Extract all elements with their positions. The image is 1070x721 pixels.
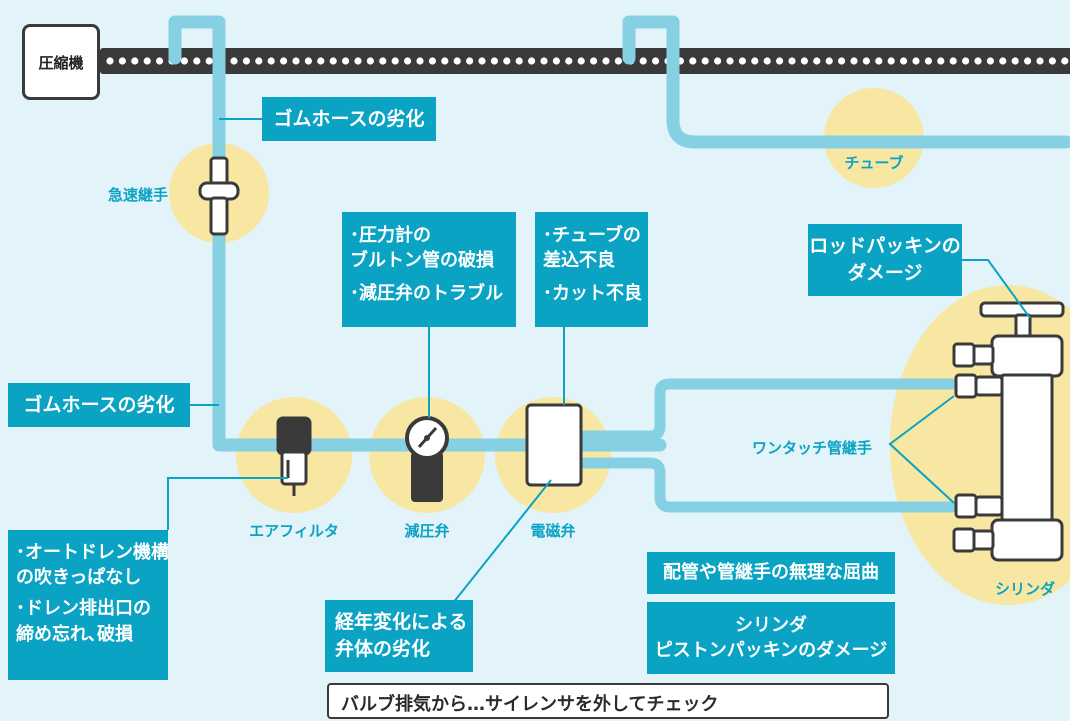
gauge-trouble-line-1: ･圧力計の: [350, 225, 431, 246]
valve-body-label: 経年変化による 弁体の劣化: [325, 600, 473, 672]
hose-degradation-text: ゴムホースの劣化: [273, 107, 425, 130]
tube-branch-right: [622, 15, 1070, 149]
valve-body-line-2: 弁体の劣化: [335, 638, 431, 660]
auto-drain-line-1: ･オートドレン機構: [16, 542, 169, 563]
valve-body-line-1: 経年変化による: [335, 611, 468, 634]
gauge-trouble-label: ･圧力計の ブルトン管の破損 ･減圧弁のトラブル: [342, 212, 516, 327]
tube-insert-line-1: ･チューブの: [543, 225, 641, 246]
compressor-label: 圧縮機: [38, 53, 84, 72]
solenoid-caption: 電磁弁: [530, 522, 576, 540]
one-touch-caption: ワンタッチ管継手: [752, 439, 873, 457]
gauge-trouble-line-3: ･減圧弁のトラブル: [350, 283, 503, 305]
solenoid-valve: [525, 403, 583, 487]
auto-drain-label: ･オートドレン機構 の吹きっぱなし ･ドレン排出口の 締め忘れ､破損: [8, 530, 169, 680]
hose-degradation-text: ゴムホースの劣化: [23, 393, 175, 416]
tube-insert-line-2: 差込不良: [543, 250, 615, 272]
gauge-trouble-line-2: ブルトン管の破損: [350, 250, 494, 272]
tube-caption: チューブ: [844, 154, 904, 172]
hose-branch-left: [168, 15, 667, 452]
cylinder: [952, 301, 1065, 562]
piston-packing-line-1: シリンダ: [735, 614, 807, 636]
air-filter-caption: エアフィルタ: [249, 522, 339, 540]
rod-packing-line-1: ロッドパッキンの: [809, 235, 961, 258]
tube-insert-label: ･チューブの 差込不良 ･カット不良: [535, 212, 648, 327]
hoses: [168, 15, 1070, 513]
auto-drain-line-3: ･ドレン排出口の: [16, 598, 151, 620]
compressor-box: 圧縮機: [22, 24, 100, 100]
auto-drain-line-2: の吹きっぱなし: [16, 567, 142, 589]
quick-coupling: [198, 156, 240, 236]
hose-degradation-label-left: ゴムホースの劣化: [8, 383, 190, 427]
bending-label: 配管や管継手の無理な屈曲: [647, 552, 895, 594]
bending-text: 配管や管継手の無理な屈曲: [663, 562, 879, 584]
air-filter: [276, 416, 312, 496]
main-pipe: [100, 48, 1070, 74]
regulator: [405, 416, 449, 502]
exhaust-check-note: バルブ排気から…サイレンサを外してチェック: [327, 683, 889, 719]
piston-packing-line-2: ピストンパッキンのダメージ: [654, 640, 888, 661]
exhaust-check-text: バルブ排気から…サイレンサを外してチェック: [341, 694, 719, 715]
leader-lines: [167, 118, 1031, 609]
rod-packing-line-2: ダメージ: [847, 262, 923, 284]
piston-packing-label: シリンダ ピストンパッキンのダメージ: [647, 602, 895, 674]
rod-packing-label: ロッドパッキンの ダメージ: [808, 224, 962, 296]
tube-to-cylinder-upper: [579, 378, 958, 442]
tube-insert-line-3: ･カット不良: [543, 283, 642, 305]
tube-to-cylinder-lower: [579, 457, 958, 513]
cylinder-caption: シリンダ: [994, 580, 1056, 598]
hose-degradation-label-top: ゴムホースの劣化: [262, 97, 436, 141]
quick-coupling-caption: 急速継手: [108, 186, 169, 204]
regulator-caption: 減圧弁: [404, 522, 450, 540]
auto-drain-line-4: 締め忘れ､破損: [16, 623, 133, 645]
